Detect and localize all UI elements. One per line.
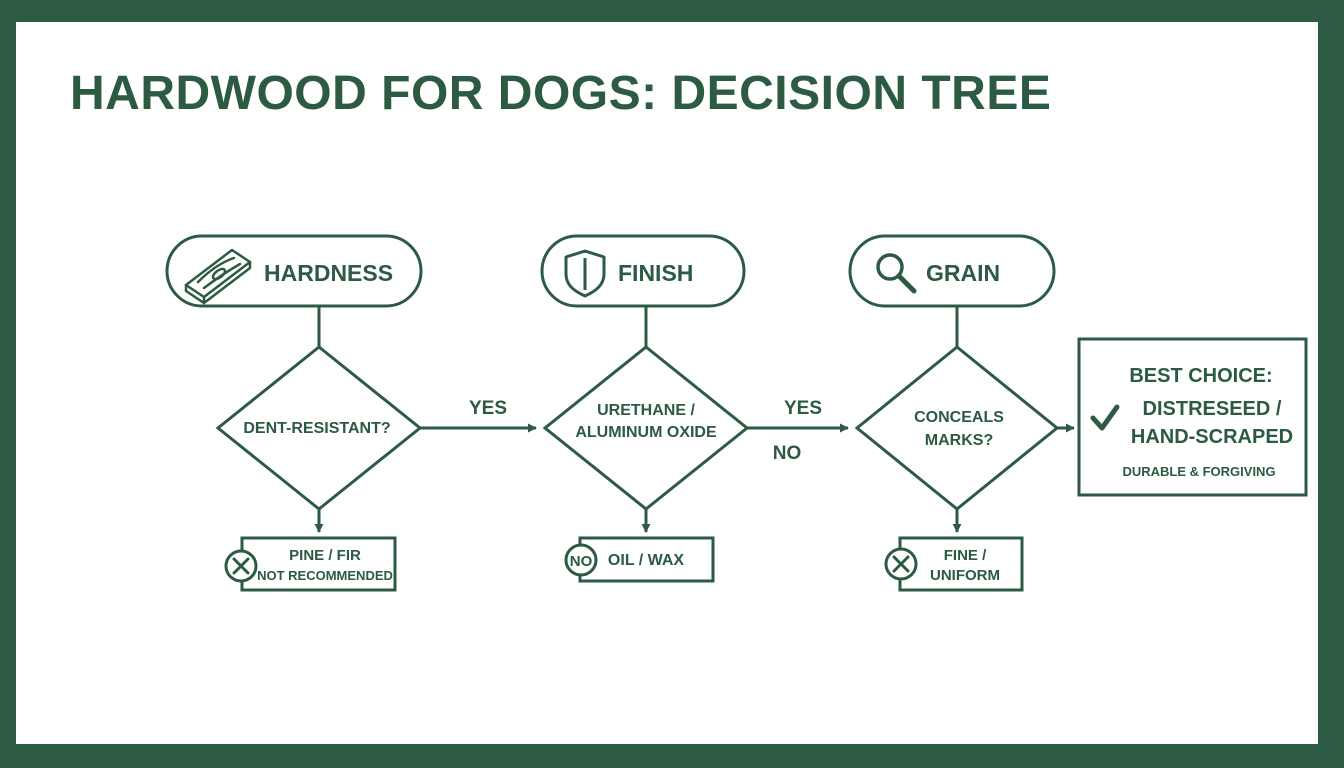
- x-circle-icon: [224, 549, 258, 583]
- shield-icon: [564, 249, 606, 298]
- edge-label-no: NO: [773, 443, 802, 464]
- header-label-hardness: HARDNESS: [264, 260, 393, 286]
- edge-label-yes-2: YES: [784, 398, 822, 419]
- reject-label-oil: OIL / WAX: [608, 552, 684, 569]
- check-icon: [1090, 404, 1120, 431]
- no-badge-text: NO: [570, 553, 593, 570]
- result-heading: BEST CHOICE:: [1129, 365, 1272, 387]
- reject-label-pine-line1: PINE / FIR: [289, 547, 361, 564]
- header-box-grain: [848, 234, 1056, 308]
- result-box: [1077, 337, 1308, 497]
- decision-label-grain-line2: MARKS?: [925, 432, 993, 449]
- page-title: HARDWOOD FOR DOGS: DECISION TREE: [70, 67, 1052, 120]
- no-circle-icon: NO: [564, 543, 598, 577]
- wood-plank-icon: [184, 248, 252, 305]
- header-box-finish: [540, 234, 746, 308]
- decision-diamond-grain: [854, 345, 1060, 511]
- reject-label-pine-line2: NOT RECOMMENDED: [257, 568, 393, 583]
- edge-label-yes-1: YES: [469, 398, 507, 419]
- decision-label-dent: DENT-RESISTANT?: [243, 420, 390, 437]
- canvas: [16, 22, 1318, 744]
- result-line1: DISTRESEED /: [1143, 398, 1282, 420]
- reject-label-fine-line2: UNIFORM: [930, 567, 1000, 584]
- result-line2: HAND-SCRAPED: [1131, 426, 1293, 448]
- result-note: DURABLE & FORGIVING: [1122, 464, 1275, 479]
- header-box-hardness: [165, 234, 423, 308]
- x-circle-icon: [884, 547, 918, 581]
- decision-label-grain-line1: CONCEALS: [914, 409, 1004, 426]
- reject-label-fine-line1: FINE /: [944, 547, 987, 564]
- header-label-finish: FINISH: [618, 260, 693, 286]
- header-label-grain: GRAIN: [926, 260, 1000, 286]
- magnifier-icon: [876, 253, 917, 294]
- decision-label-finish-line1: URETHANE /: [597, 402, 695, 419]
- decision-label-finish-line2: ALUMINUM OXIDE: [575, 424, 717, 441]
